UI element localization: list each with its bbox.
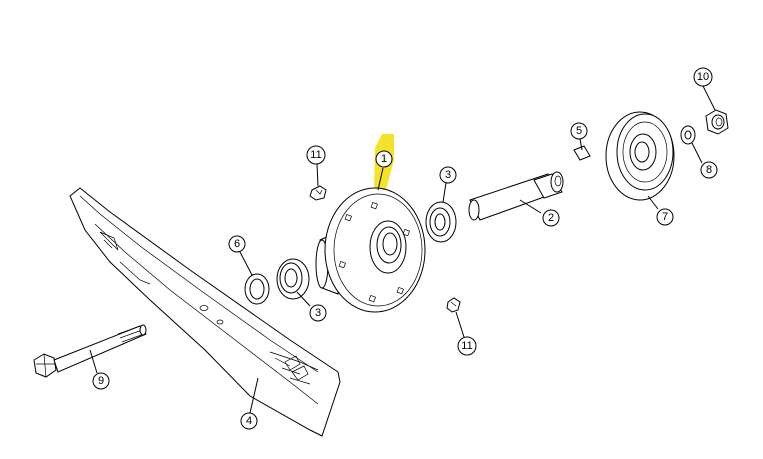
- washer-part-8: [680, 125, 696, 145]
- callout-1: 1: [375, 150, 393, 168]
- callout-10-label: 10: [697, 71, 709, 83]
- callout-3-right: 3: [439, 166, 457, 184]
- grease-fitting-part-11-lower: [446, 297, 461, 313]
- washer-part-6: [244, 273, 270, 305]
- bolt-part: [33, 324, 147, 378]
- callout-9-label: 9: [98, 375, 104, 387]
- callout-2-label: 2: [548, 212, 554, 224]
- nut-part: [705, 109, 729, 135]
- callout-11-upper: 11: [306, 145, 326, 165]
- callout-10: 10: [693, 67, 713, 87]
- callout-11-lower: 11: [457, 336, 477, 356]
- callout-8-label: 8: [706, 164, 712, 176]
- leader-lines: [89, 85, 716, 414]
- callout-1-label: 1: [381, 153, 387, 165]
- spindle-housing-part: [315, 187, 426, 313]
- grease-fitting-part-11-upper: [309, 185, 327, 201]
- callout-4: 4: [240, 412, 258, 430]
- callout-6: 6: [228, 235, 246, 253]
- key-part: [573, 145, 591, 161]
- callout-7-label: 7: [662, 211, 668, 223]
- spindle-shaft-part: [468, 171, 564, 221]
- pulley-part: [605, 111, 675, 201]
- callout-8: 8: [700, 161, 718, 179]
- callout-3-right-label: 3: [445, 169, 451, 181]
- bearing-part-3-left: [276, 258, 310, 300]
- callout-6-label: 6: [234, 238, 240, 250]
- callout-3-left: 3: [309, 304, 327, 322]
- callout-2: 2: [542, 209, 560, 227]
- callout-11-lower-label: 11: [461, 340, 472, 352]
- mower-blade-part: [69, 187, 341, 437]
- callout-7: 7: [656, 208, 674, 226]
- callout-4-label: 4: [246, 415, 252, 427]
- callout-5: 5: [570, 122, 588, 140]
- callout-11-upper-label: 11: [310, 149, 321, 161]
- callout-9: 9: [92, 372, 110, 390]
- bearing-part-3-right: [425, 201, 457, 243]
- callout-3-left-label: 3: [315, 307, 321, 319]
- callout-5-label: 5: [576, 125, 582, 137]
